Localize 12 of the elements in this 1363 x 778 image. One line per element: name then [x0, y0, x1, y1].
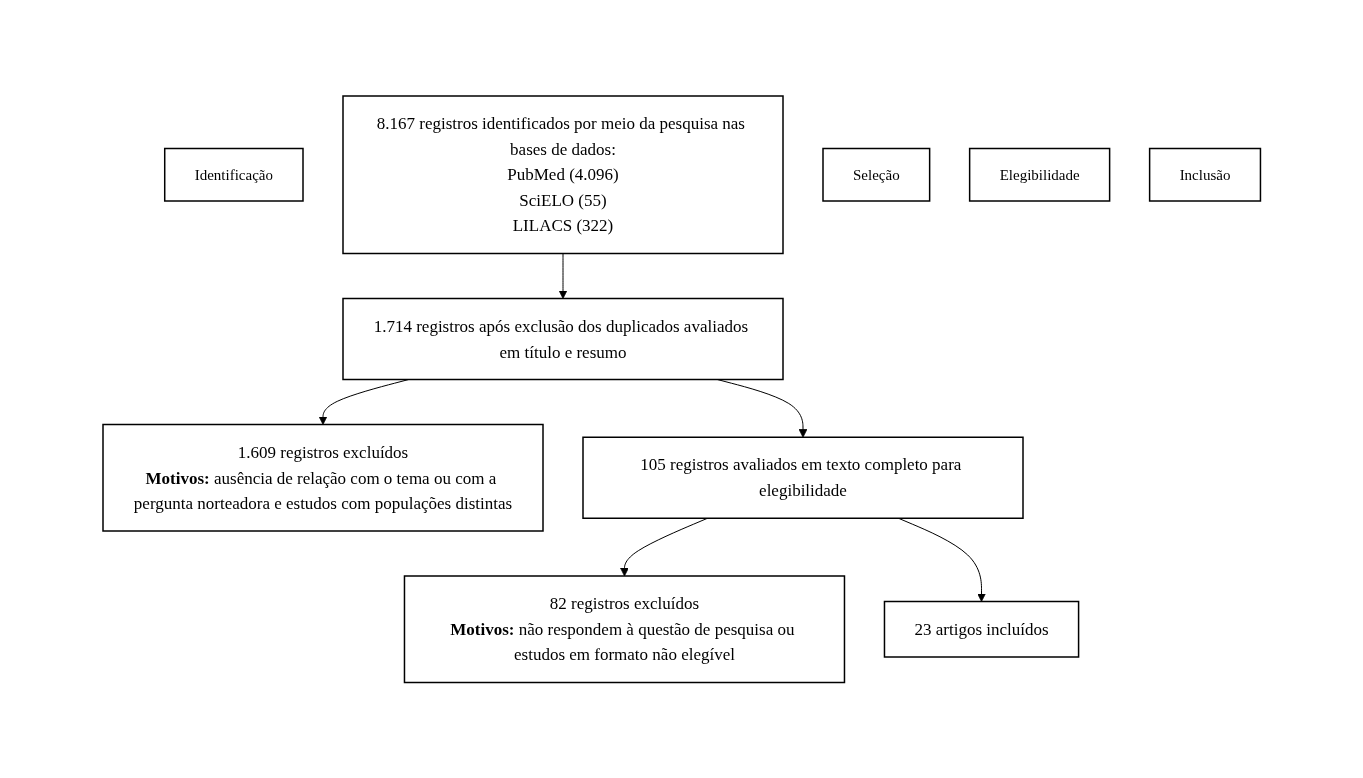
- node-box: Elegibilidade: [968, 147, 1111, 202]
- node-box: 105 registros avaliados em texto completo para elegibilidade: [582, 436, 1024, 519]
- node-box: 23 artigos incluídos: [883, 600, 1080, 658]
- node-box: 1.714 registros após exclusão dos duplicados avaliados em título e resumo: [342, 297, 784, 380]
- arrow: [558, 252, 568, 299]
- arrow: [619, 517, 708, 577]
- node-box: 1.609 registros excluídos Motivos: ausência de relação com o tema ou com a pergunta norteadora e estudos com populações distintas: [102, 423, 544, 532]
- node-box: Identificação: [163, 147, 304, 202]
- node-box: 8.167 registros identificados por meio da pesquisa nas bases de dados: PubMed (4.096) SciELO (55) LILACS (322): [342, 95, 784, 254]
- node-box: 82 registros excluídos Motivos: não respondem à questão de pesquisa ou estudos em formato não elegível: [403, 575, 845, 683]
- node-box: Seleção: [822, 147, 931, 202]
- node-box: Inclusão: [1148, 147, 1261, 202]
